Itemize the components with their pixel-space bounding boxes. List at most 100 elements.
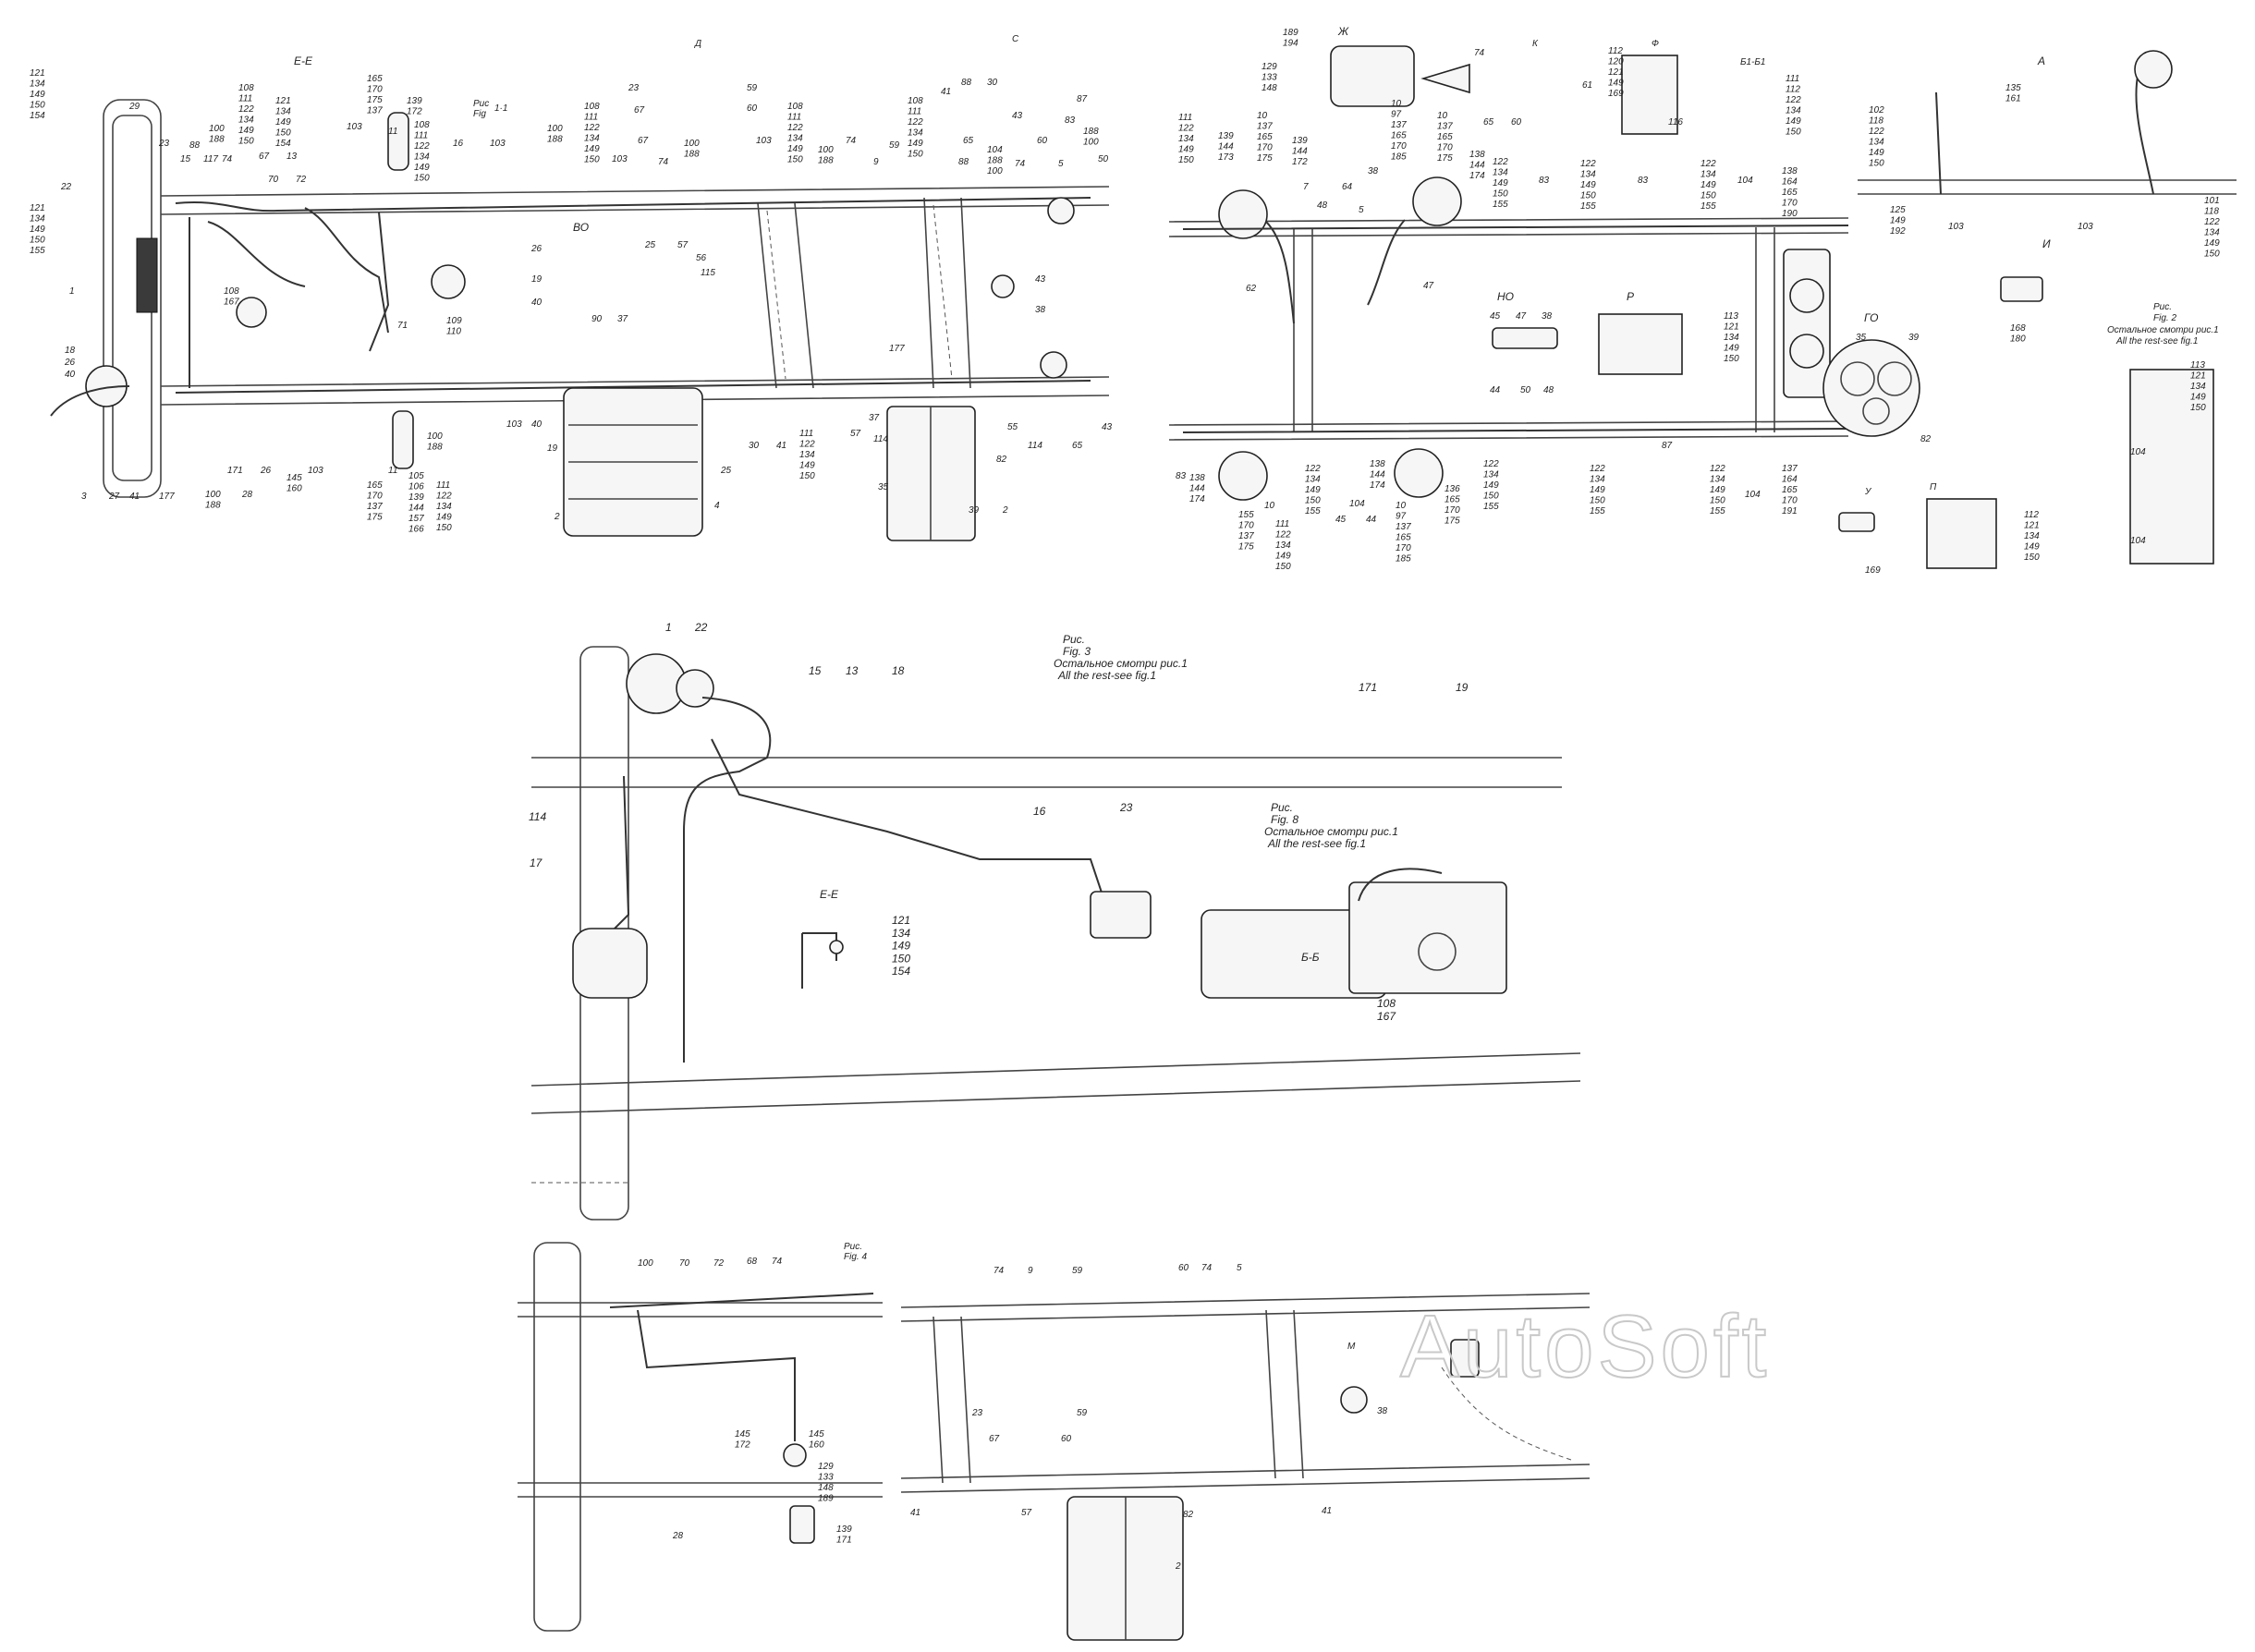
brake-chamber-rear-left-back — [1218, 451, 1268, 501]
fig4-callout-41: 41 — [910, 1508, 920, 1518]
part-zh-valve — [1330, 45, 1415, 107]
callout-22: 22 — [60, 182, 72, 192]
fig3-callout-171: 171 — [1359, 681, 1377, 694]
callout-104f2: 104 — [2130, 447, 2146, 457]
fig3-valve-16 — [1090, 891, 1152, 939]
callout-39: 39 — [969, 505, 980, 516]
callout-74d: 74 — [1015, 159, 1026, 169]
callout-104r: 104 — [1737, 176, 1753, 186]
view-go: ГО — [1864, 311, 1878, 324]
fig4-frame-rail-upper — [518, 1302, 883, 1318]
callout-177b: 177 — [889, 344, 905, 354]
fig2-rest-ru: Остальное смотри рис.1 — [2107, 325, 2219, 335]
fig4-callout-60b: 60 — [1061, 1434, 1072, 1444]
callout-k-74: 74 — [1474, 48, 1485, 58]
callout-18: 18 — [65, 346, 76, 356]
brake-chamber-11 — [392, 410, 414, 469]
fig4-axle — [533, 1242, 581, 1632]
callout-1: 1 — [69, 286, 75, 297]
callout-87r: 87 — [1662, 441, 1673, 451]
callout-vo-115: 115 — [701, 268, 715, 278]
view-m: М — [1347, 1342, 1356, 1352]
callout-177: 177 — [159, 492, 175, 502]
callout-25: 25 — [720, 466, 732, 476]
fig8-rest-ru: Остальное смотри рис.1 — [1264, 825, 1398, 838]
part-168 — [2000, 276, 2043, 302]
callout-103f: 103 — [506, 419, 522, 430]
view-b1b1: Б1-Б1 — [1740, 57, 1765, 67]
callout-48: 48 — [1317, 200, 1328, 211]
view-vo: ВО — [573, 221, 589, 234]
callout-no-44: 44 — [1490, 385, 1501, 395]
view-ee-top: Е-Е — [294, 55, 313, 67]
fig3-callout-13: 13 — [846, 664, 859, 677]
callout-103c: 103 — [308, 466, 323, 476]
rear-frame-rail-upper — [1168, 217, 1849, 237]
fig4-frame-rail-lower — [518, 1482, 883, 1498]
pipe-branch-71 — [369, 212, 390, 352]
view-a: А — [2037, 55, 2045, 67]
fig8-port — [1418, 932, 1457, 971]
rear-valve-block — [1783, 249, 1831, 398]
go-port-35 — [1840, 361, 1875, 396]
callout-go-35: 35 — [1856, 333, 1867, 343]
fig4-caption-en: Fig. 4 — [844, 1252, 867, 1262]
callout-go-39: 39 — [1908, 333, 1920, 343]
view-bb: Б-Б — [1301, 951, 1320, 964]
fig3-pipe-17 — [609, 775, 630, 934]
fig8-caption-ru: Рис. — [1271, 801, 1293, 814]
callout-d-59: 59 — [747, 83, 758, 93]
view-a-frame — [1858, 179, 2237, 195]
callout-15: 15 — [180, 154, 191, 164]
callout-26b: 26 — [260, 466, 272, 476]
view-u: У — [1864, 487, 1872, 497]
fig4-callout-57: 57 — [1021, 1508, 1032, 1518]
fig2-bracket — [2129, 369, 2214, 565]
fig4-callout-74c: 74 — [1201, 1263, 1213, 1273]
fig8-pipe — [1358, 868, 1443, 902]
callout-57: 57 — [850, 429, 861, 439]
front-pipe-arc — [50, 385, 130, 417]
callout-67: 67 — [259, 152, 270, 162]
fig3-callout-22: 22 — [694, 621, 708, 634]
fig4-caption-ru: Рис. — [844, 1242, 862, 1252]
callout-9: 9 — [873, 157, 879, 167]
callout-vo-57: 57 — [677, 240, 689, 250]
callout-114: 114 — [873, 434, 888, 444]
callout-vo-40: 40 — [531, 298, 542, 308]
fig4-callout-60: 60 — [1178, 1263, 1189, 1273]
view-k: К — [1532, 39, 1539, 49]
callout-28: 28 — [241, 490, 253, 500]
view-zh: Ж — [1337, 25, 1349, 38]
view-c: С — [1012, 34, 1019, 44]
callout-103a: 103 — [347, 122, 362, 132]
fig4-callout-82: 82 — [1183, 1510, 1194, 1520]
fig3-callout-15: 15 — [809, 664, 822, 677]
pipe-line-lower — [175, 380, 1091, 394]
fig1-rear-chassis-view — [1168, 45, 2237, 569]
fig4-callout-74b: 74 — [993, 1266, 1005, 1276]
callout-104b2: 104 — [1745, 490, 1761, 500]
callout-59: 59 — [889, 140, 900, 151]
fig3-receiver — [572, 928, 648, 999]
